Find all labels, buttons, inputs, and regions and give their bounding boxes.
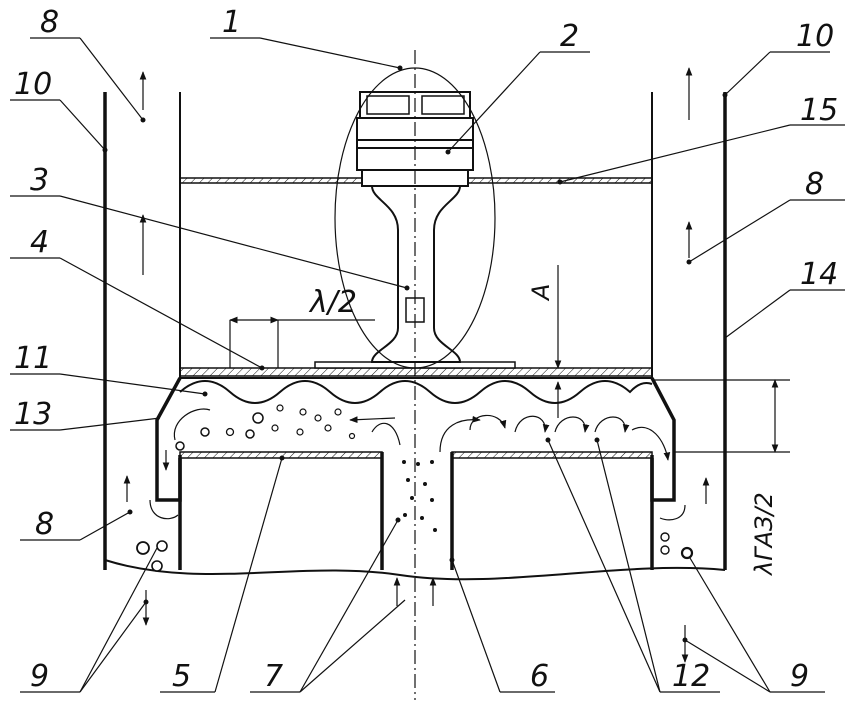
break-line [104,559,726,581]
vortices [162,408,671,471]
label-8-top-left: 8 [40,5,59,40]
label-8-right: 8 [805,167,824,202]
label-10-right: 10 [796,19,834,54]
label-11: 11 [14,341,52,376]
label-half-wavelength: λ/2 [308,285,357,320]
horn-concentrator [370,185,462,363]
label-12: 12 [672,659,710,694]
label-2: 2 [560,19,579,54]
label-9-left: 9 [30,659,49,694]
inlet-channel [380,452,454,570]
vibrating-plate [179,361,653,377]
particles [136,404,694,572]
label-9-right: 9 [790,659,809,694]
label-8-bottom-left: 8 [35,507,54,542]
leader-lines [10,37,845,693]
label-3: 3 [30,163,49,198]
label-15: 15 [800,93,838,128]
outer-wall-left [103,92,181,570]
label-14: 14 [800,257,838,292]
dimension-half-wavelength [229,316,375,368]
label-7: 7 [264,659,283,694]
label-gas-half-wavelength: λГАЗ/2 [750,492,778,577]
flow-arrows [123,67,710,663]
standing-wave [179,380,653,404]
label-1: 1 [222,5,241,40]
label-amplitude: A [527,284,555,302]
outer-wall-right [651,92,727,570]
dimension-gas-half-wavelength [652,379,790,453]
label-10-left: 10 [14,67,52,102]
label-6: 6 [530,659,549,694]
label-13: 13 [14,397,52,432]
lower-plate [178,451,654,570]
label-4: 4 [30,225,49,260]
label-5: 5 [172,659,191,694]
